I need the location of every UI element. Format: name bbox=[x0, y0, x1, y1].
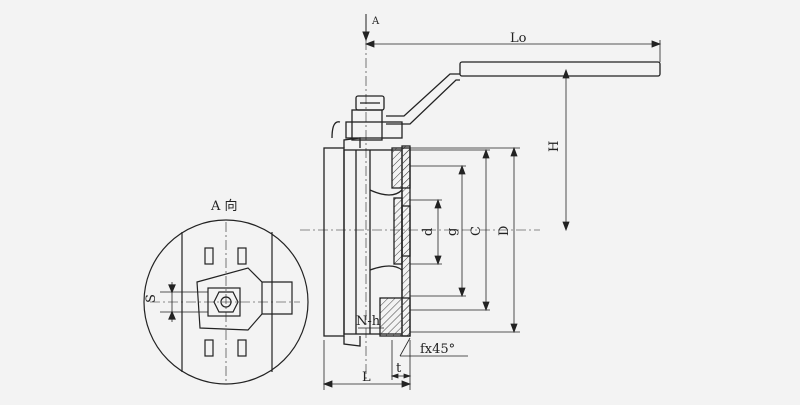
dim-c-label: C bbox=[469, 226, 484, 236]
center-lines bbox=[300, 22, 540, 380]
valve-body bbox=[323, 61, 661, 347]
dim-d-small-label: d bbox=[421, 228, 436, 236]
dim-t-label: t bbox=[396, 361, 402, 376]
dim-d-label: D bbox=[497, 226, 512, 236]
arrow-label: A bbox=[371, 16, 380, 27]
dim-lo-label: Lo bbox=[510, 31, 527, 46]
dim-s-label: S bbox=[144, 294, 159, 303]
dim-l-label: L bbox=[362, 370, 371, 385]
dim-n-label: N-h bbox=[356, 314, 381, 329]
view-arrow bbox=[362, 14, 370, 42]
view-label: A 向 bbox=[210, 198, 238, 214]
dim-h-label: H bbox=[547, 141, 562, 152]
dim-g-label: g bbox=[445, 228, 460, 236]
dim-f-label: fx45° bbox=[420, 342, 455, 357]
detail-circle bbox=[143, 219, 309, 385]
detail-view-a bbox=[143, 219, 309, 385]
dimensions bbox=[322, 40, 662, 390]
